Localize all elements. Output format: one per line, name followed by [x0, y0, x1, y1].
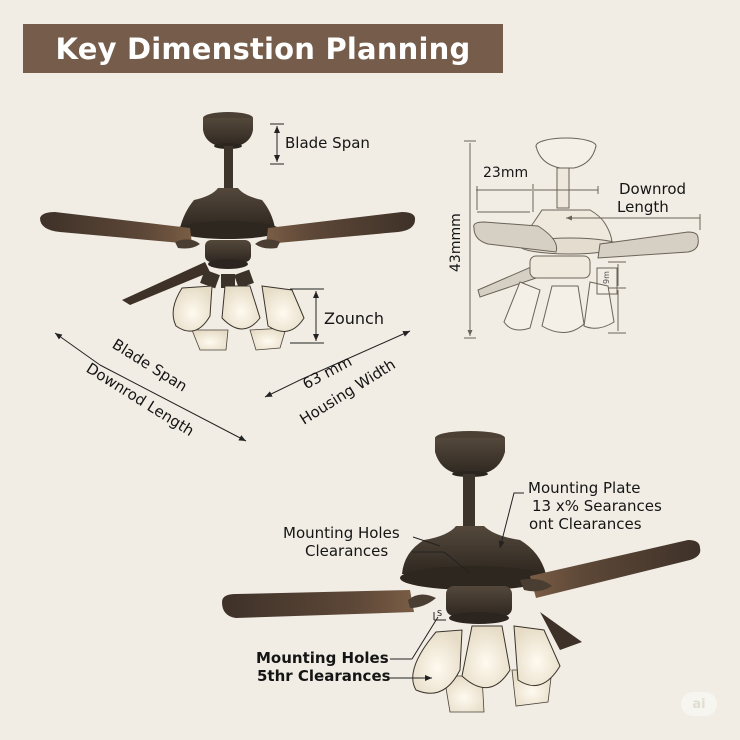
dim-lines-line-drawing: [464, 140, 701, 339]
label-mounting-holes-upper: Mounting Holes: [283, 524, 400, 542]
label-mounting-holes-lower: Mounting Holes: [256, 649, 389, 667]
page-title: Key Dimenstion Planning: [55, 31, 471, 66]
label-plate-searances: 13 x% Searances: [532, 497, 662, 515]
title-banner: Key Dimenstion Planning: [23, 24, 503, 73]
label-light-kit-zounch: Zounch: [324, 309, 384, 328]
fan-bottom: [222, 431, 701, 713]
label-5thr-clearances: 5thr Clearances: [257, 667, 391, 685]
label-holes-clearances-upper: Clearances: [305, 542, 389, 560]
watermark-text: ai: [692, 696, 706, 712]
ai-watermark-badge: ai: [681, 692, 717, 716]
label-downrod: Downrod: [619, 180, 687, 198]
label-height-43mmm: 43mmm: [448, 213, 464, 272]
label-plate-clearances: ont Clearances: [529, 515, 642, 533]
label-width-23mm: 23mm: [483, 165, 529, 181]
label-mounting-plate: Mounting Plate: [528, 479, 641, 497]
dim-lines-top-left: [54, 123, 411, 442]
label-canopy-blade-span: Blade Span: [285, 134, 370, 152]
fan-top-left: [40, 112, 416, 351]
leader-lines-bottom: [390, 492, 524, 681]
label-small-mark-s: S: [437, 609, 443, 618]
label-small-box-9m: 9m: [602, 271, 611, 284]
label-length: Length: [617, 198, 669, 216]
